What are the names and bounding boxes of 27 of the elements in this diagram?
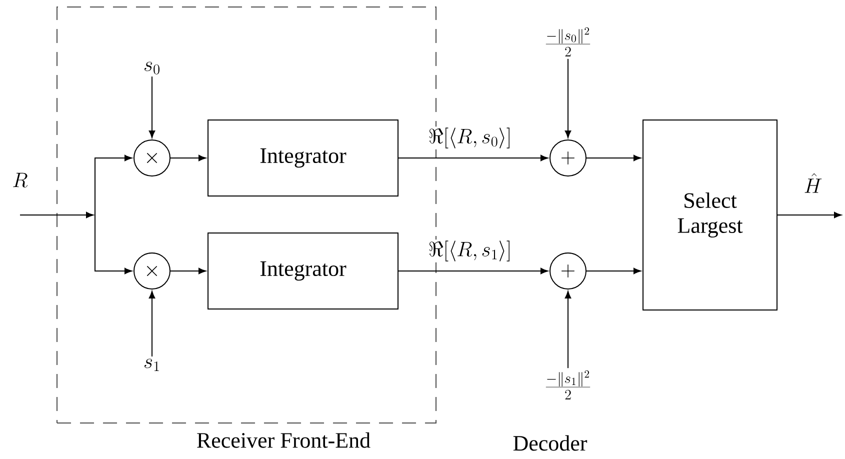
signal-label: $\frac{-\|s_1\|^2}{2}$	[546, 370, 590, 400]
arrow	[564, 58, 572, 138]
arrow	[586, 268, 642, 274]
arrow	[398, 154, 548, 162]
arrow	[170, 154, 206, 162]
edge-label: $\Re\Big[\langle R, s_1\rangle\Big]$	[427, 240, 513, 262]
frame-heading: Receiver Front-End	[197, 432, 370, 448]
arrow	[586, 154, 642, 162]
signal-label: $\frac{-\|s_0\|^2}{2}$	[546, 27, 590, 56]
block-box: Select Largest	[642, 120, 778, 310]
arrow	[94, 214, 132, 274]
arrow	[777, 212, 842, 218]
arrow	[148, 76, 156, 138]
arrow	[94, 154, 132, 216]
block-box: Integrator	[208, 120, 398, 196]
block-box: Integrator	[208, 232, 398, 310]
arrow	[148, 291, 156, 357]
arrow	[170, 268, 206, 274]
edge-label: $\hat{H}$	[802, 172, 824, 194]
edge-label: $\Re\Big[\langle R, s_0\rangle\Big]$	[427, 126, 513, 150]
arrow	[398, 268, 548, 274]
arrow	[20, 212, 94, 218]
signal-label: $R$	[13, 172, 28, 188]
signal-label: $s_1$	[144, 358, 159, 372]
section-label: Decoder	[513, 435, 588, 451]
arrow	[564, 291, 572, 369]
signal-label: $s_0$	[144, 62, 160, 74]
